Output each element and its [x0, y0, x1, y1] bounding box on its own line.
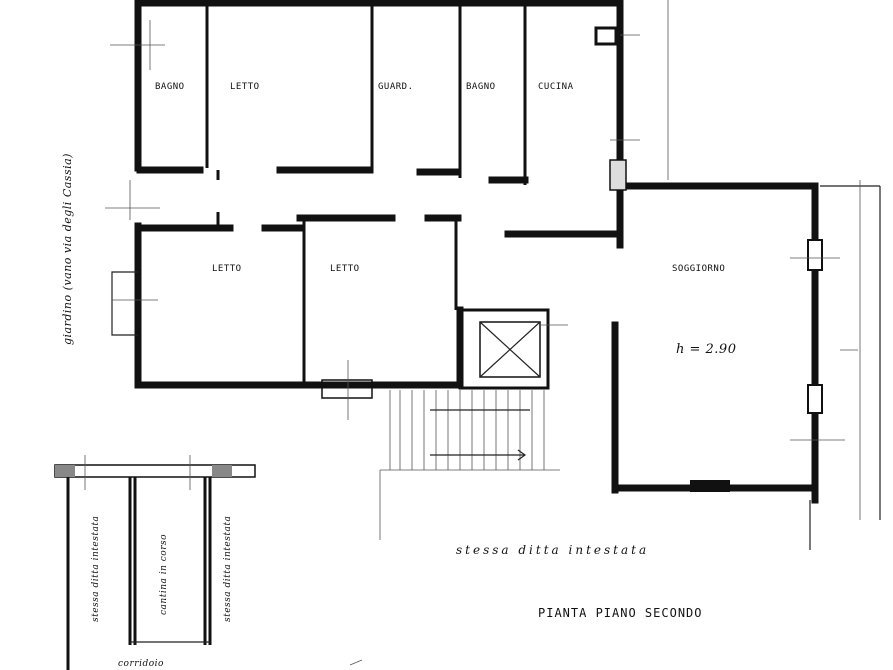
room-label-letto-2: LETTO — [212, 264, 242, 274]
cellar-section — [54, 455, 363, 670]
bottom-note: stessa ditta intestata — [456, 543, 650, 557]
cellar-right-label: stessa ditta intestata — [223, 515, 233, 622]
soggiorno-walls — [611, 181, 881, 550]
ceiling-height-label: h = 2.90 — [676, 342, 737, 357]
stair-elevator — [321, 308, 560, 540]
left-window — [111, 271, 158, 336]
room-label-guardaroba: GUARD. — [378, 82, 414, 92]
room-label-bagno-2: BAGNO — [466, 82, 496, 92]
cellar-mid-label: cantina in corso — [159, 533, 169, 615]
cellar-left-label: stessa ditta intestata — [91, 515, 101, 622]
bottom-partial-label: corridoio — [118, 659, 164, 669]
cucina-vent — [594, 26, 640, 191]
construction-lines — [105, 0, 861, 520]
room-label-cucina: CUCINA — [538, 82, 574, 92]
garden-vertical-label: giardino (vano via degli Cassia) — [61, 153, 74, 345]
room-label-soggiorno: SOGGIORNO — [672, 264, 726, 274]
room-label-letto-1: LETTO — [230, 82, 260, 92]
plan-title: PIANTA PIANO SECONDO — [538, 606, 703, 620]
interior-walls — [136, 5, 622, 383]
room-label-letto-3: LETTO — [330, 264, 360, 274]
room-label-bagno-1: BAGNO — [155, 82, 185, 92]
